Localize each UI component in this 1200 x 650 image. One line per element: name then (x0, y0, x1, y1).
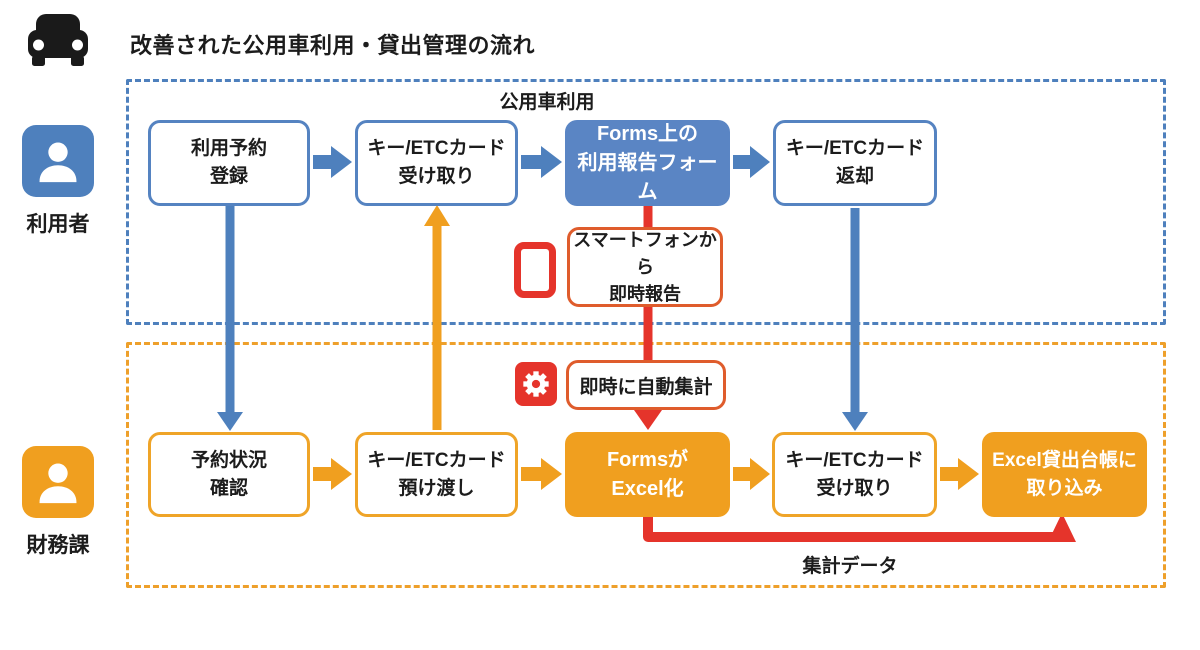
smartphone-icon (514, 242, 556, 298)
box-usage-reservation-register: 利用予約 登録 (148, 120, 310, 206)
box-forms-to-excel: Formsが Excel化 (565, 432, 730, 517)
box-key-etc-receive-finance: キー/ETCカード 受け取り (772, 432, 937, 517)
user-person-icon (22, 125, 94, 197)
region-label-vehicle-use: 公用車利用 (499, 92, 595, 113)
arrow-bottom-4 (940, 458, 979, 490)
box-key-etc-handover: キー/ETCカード 預け渡し (355, 432, 518, 517)
aggregated-data-label: 集計データ (802, 556, 898, 577)
arrow-bottom-3 (733, 458, 770, 490)
arrow-bottom-1 (313, 458, 352, 490)
arrow-bottom-2 (521, 458, 562, 490)
arrow-top-3 (733, 146, 770, 178)
box-forms-usage-report-form: Forms上の 利用報告フォーム (565, 120, 730, 206)
arrow-top-1 (313, 146, 352, 178)
car-icon (28, 14, 88, 66)
actor-label-user: 利用者 (26, 213, 90, 236)
callout-smartphone-instant-report: スマートフォンから 即時報告 (567, 227, 723, 307)
actor-label-finance: 財務課 (26, 534, 90, 557)
box-key-etc-return: キー/ETCカード 返却 (773, 120, 937, 206)
box-key-etc-receive-user: キー/ETCカード 受け取り (355, 120, 518, 206)
arrow-key-return-down (842, 208, 868, 431)
arrow-reservation-down (217, 206, 243, 431)
callout-instant-auto-aggregation: 即時に自動集計 (566, 360, 726, 410)
box-reservation-status-check: 予約状況 確認 (148, 432, 310, 517)
gear-icon (515, 362, 557, 406)
box-excel-ledger-import: Excel貸出台帳に 取り込み (982, 432, 1147, 517)
arrow-key-handover-up (424, 205, 450, 430)
arrow-top-2 (521, 146, 562, 178)
page-title: 改善された公用車利用・貸出管理の流れ (130, 33, 536, 58)
arrow-aggregated-data-path (643, 513, 1076, 542)
finance-person-icon (22, 446, 94, 518)
